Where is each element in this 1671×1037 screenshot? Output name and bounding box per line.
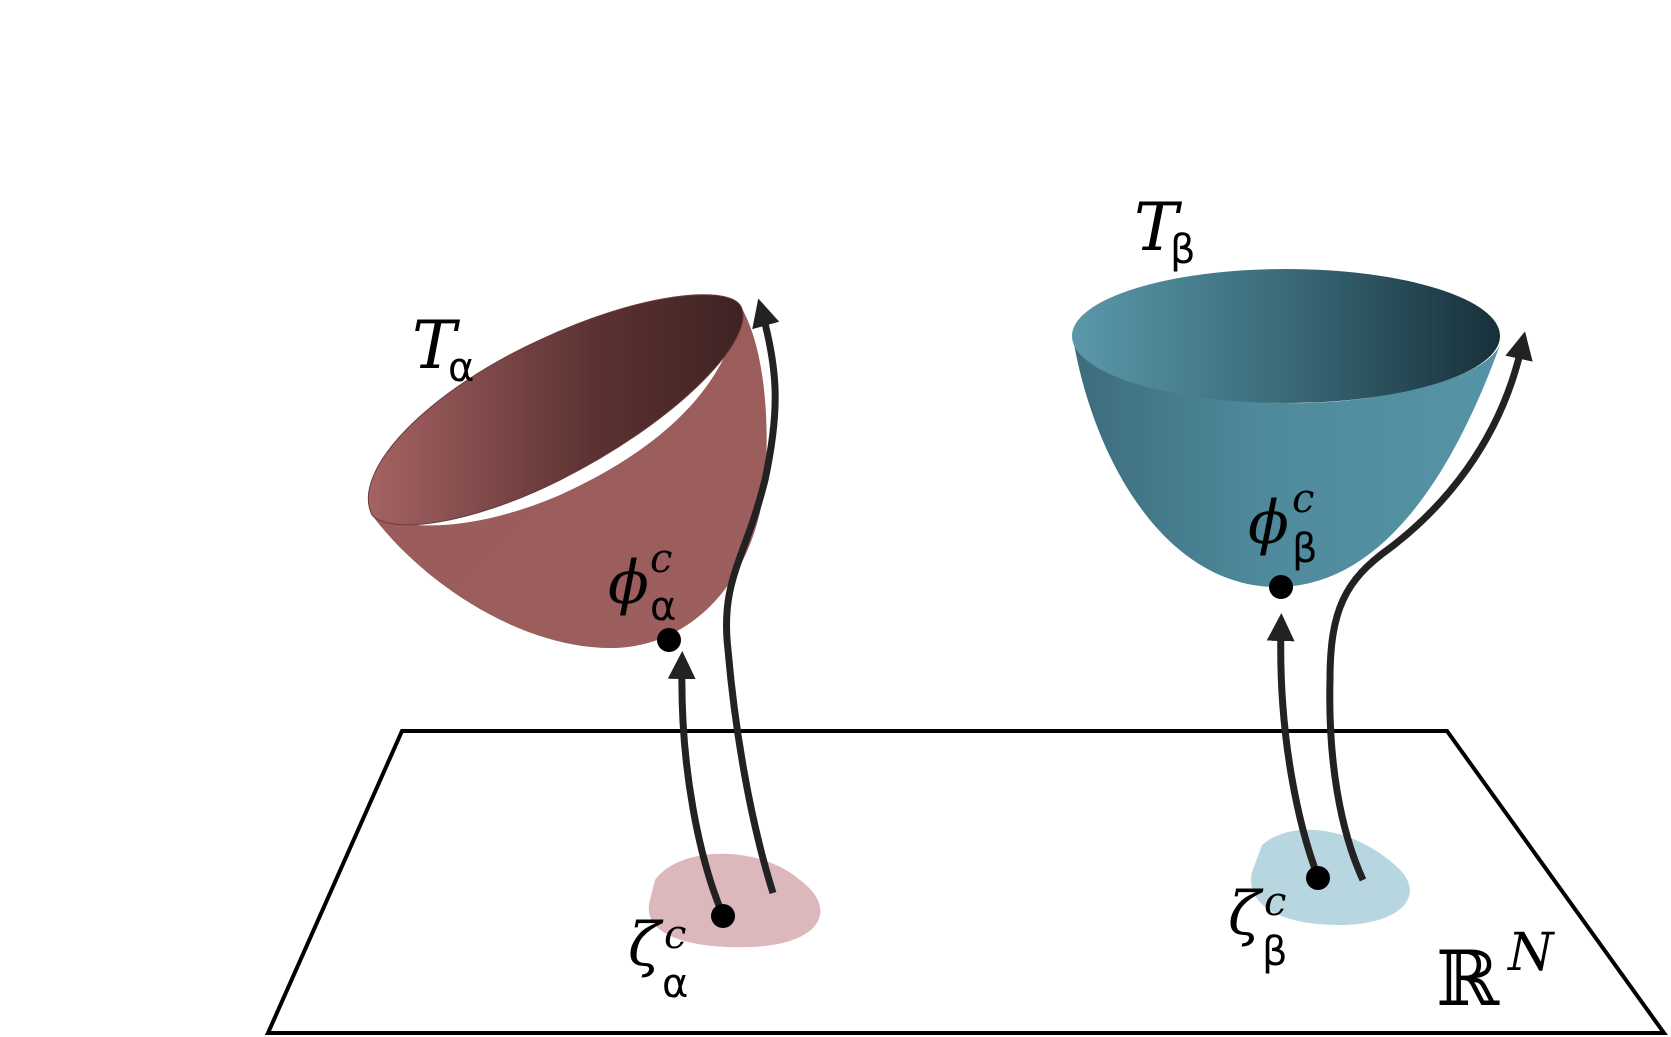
left-fixed-point-label-base: ϕ [608,548,649,618]
left-source-point [711,904,735,928]
plane-outline [264,729,1668,1035]
right-source-point [1306,866,1330,890]
right-fixed-point-label-sub: β [1292,526,1318,572]
left-fixed-point-label-sup: c [650,536,672,582]
right-manifold-label-sub: β [1170,227,1196,273]
right-fixed-point-label-base: ϕ [1248,488,1289,558]
left-bowl [367,294,767,649]
left-fixed-point-label-sub: α [650,584,676,630]
left-bowl-rim [367,294,744,526]
left-source-label-sub: α [662,961,688,1007]
right-source-label-base: ζ [1228,879,1264,949]
left-manifold-label-base: T [412,307,461,384]
right-arrow-to-fixed-point [1266,613,1322,879]
plane-label-sup: N [1506,923,1555,983]
right-source-patch [1251,829,1410,925]
left-manifold-label-sub: α [448,345,474,391]
right-fixed-point [1269,575,1293,599]
left-source-label-base: ζ [628,910,664,980]
left-fixed-point [657,628,681,652]
right-manifold-label-base: T [1134,189,1183,266]
right-source-label-sub: β [1262,929,1288,975]
right-source-label-sup: c [1264,879,1286,925]
left-source-patch [648,853,821,948]
right-fixed-point-label-sup: c [1292,476,1314,522]
left-arrow-to-fixed-point [667,651,726,915]
plane-label-base: ℝ [1436,934,1500,1023]
left-source-label-sup: c [664,912,686,958]
right-bowl [1072,269,1500,588]
left-arrow-to-rim [722,298,780,895]
right-arrow-to-rim [1326,331,1533,882]
right-bowl-rim [1072,269,1500,403]
left-bowl-outer [372,305,767,649]
right-bowl-outer [1072,332,1500,588]
